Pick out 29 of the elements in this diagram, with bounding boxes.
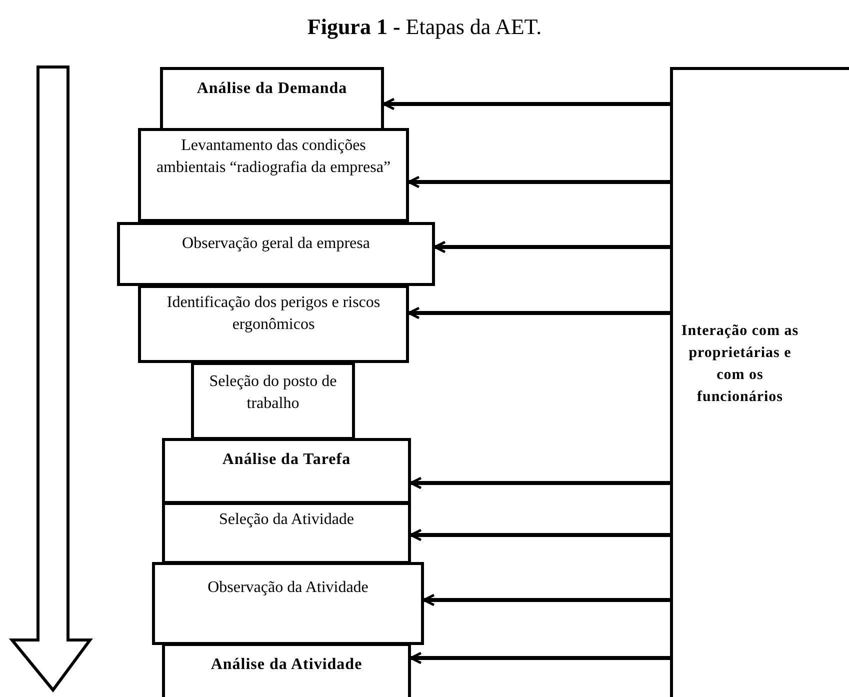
step-text: Observação geral da empresa (181, 234, 371, 254)
arrow (382, 98, 670, 110)
side-panel (670, 67, 849, 697)
step-box (160, 67, 384, 131)
step-text: Seleção da Atividade (218, 510, 356, 530)
step-text: Seleção do posto de trabalho (208, 372, 338, 414)
figure-title: Figura 1 - Etapas da AET. (306, 14, 543, 40)
arrow (410, 528, 670, 542)
step-text: Análise da Tarefa (221, 450, 352, 470)
step-box (152, 562, 424, 645)
arrow (434, 240, 670, 254)
step-box (117, 222, 435, 286)
step-text: Identificação dos perigos e riscos ergonômicos (166, 293, 382, 335)
step-box (162, 502, 411, 564)
arrow (410, 476, 670, 490)
panel-text: Interação com as proprietárias e com os funcionários (680, 322, 800, 407)
arrow (422, 594, 670, 606)
arrow (410, 652, 670, 664)
step-text: Análise da Demanda (196, 79, 348, 99)
step-text: Análise da Atividade (210, 655, 364, 675)
arrow (408, 176, 670, 188)
step-box (162, 643, 411, 697)
step-text: Observação da Atividade (206, 578, 370, 598)
step-box (138, 285, 409, 363)
step-box (162, 438, 411, 504)
step-text: Levantamento das condições ambientais “radiografia da empresa” (155, 136, 392, 178)
step-box (191, 362, 355, 440)
step-box (138, 128, 409, 222)
arrow (408, 306, 670, 320)
